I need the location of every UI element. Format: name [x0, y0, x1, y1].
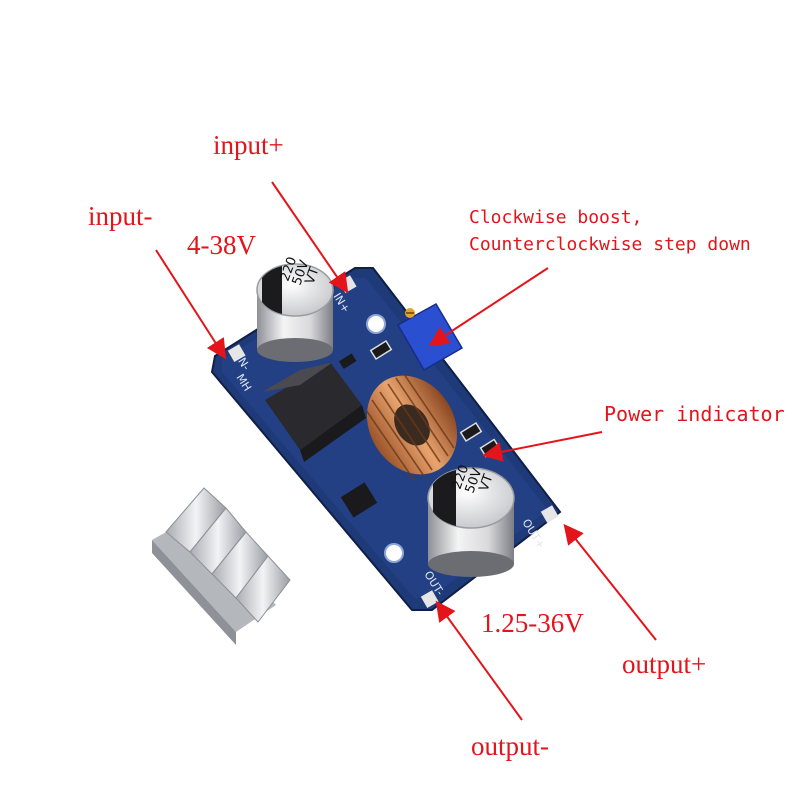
arrow-power-indicator [482, 431, 603, 462]
mounting-hole-bottom [384, 543, 404, 563]
label-output-plus: output+ [622, 649, 707, 679]
arrow-input-plus [271, 181, 349, 294]
label-output-minus: output- [471, 731, 549, 761]
label-output-range: 1.25-36V [481, 608, 584, 638]
output-capacitor: 220 50V VT [427, 463, 515, 577]
power-ic [262, 362, 366, 462]
diode [340, 482, 378, 518]
input-capacitor: 220 50V VT [256, 255, 334, 362]
heatsink [152, 487, 291, 645]
input-cap-series: VT [303, 265, 323, 286]
inductor [365, 373, 458, 481]
arrow-output-plus [563, 523, 657, 641]
label-input-range: 4-38V [187, 230, 256, 260]
label-input-plus: input+ [213, 130, 284, 160]
annotation-arrows [155, 181, 657, 721]
label-potentiometer-line2: Counterclockwise step down [469, 234, 751, 255]
label-power-indicator: Power indicator [604, 402, 785, 426]
pad-out-plus [540, 505, 559, 524]
arrow-output-minus [435, 600, 523, 721]
label-input-minus: input- [88, 201, 153, 231]
output-cap-series: VT [477, 472, 497, 493]
mounting-hole-top [366, 314, 386, 334]
arrow-input-minus [155, 249, 227, 360]
smd-component-3 [459, 421, 483, 443]
pad-in-minus [227, 344, 246, 363]
pad-out-minus [420, 590, 439, 609]
smd-component-2 [338, 353, 357, 369]
smd-component-1 [369, 339, 393, 361]
arrow-potentiometer [428, 267, 549, 347]
label-potentiometer-line1: Clockwise boost, [469, 207, 643, 228]
